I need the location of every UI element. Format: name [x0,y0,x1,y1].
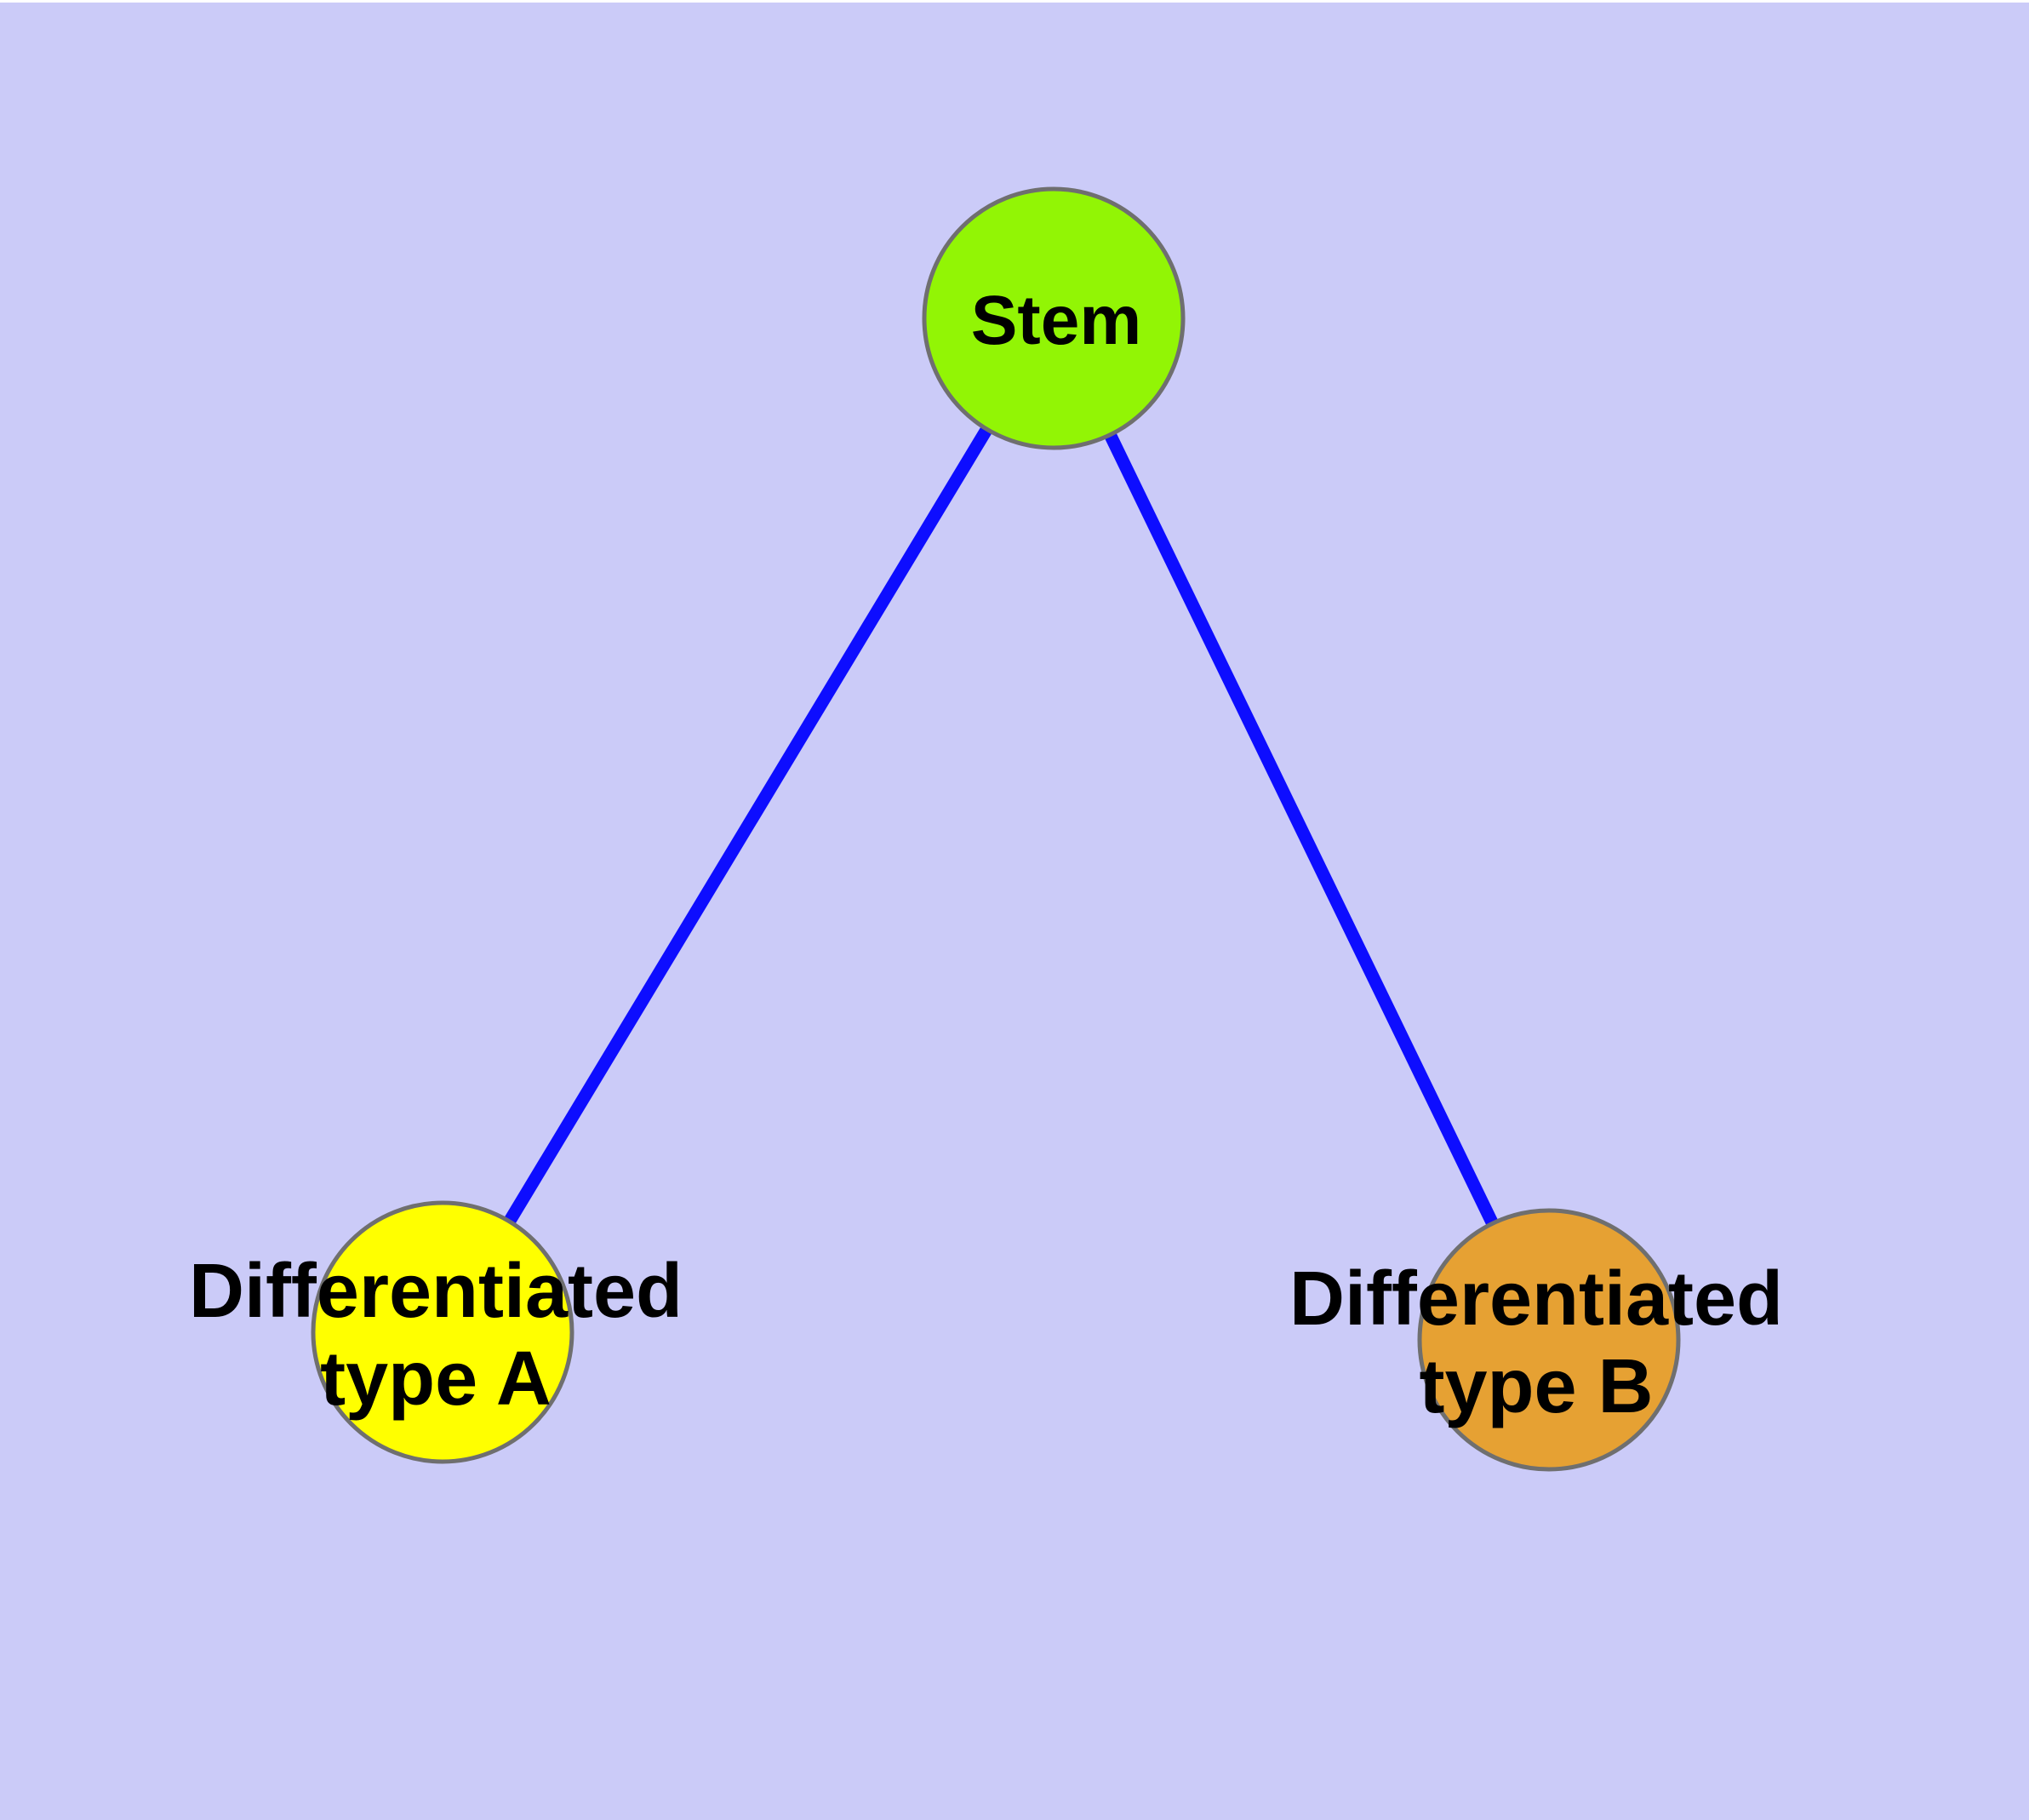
node-differentiated-type-b [1417,1208,1681,1472]
edge-stem-to-type-b [1048,315,1555,1343]
node-stem [922,186,1186,450]
node-differentiated-type-a [311,1200,574,1464]
edge-stem-to-type-a [437,315,1060,1336]
node-type-b-label-line1: Differentiated [1289,1256,1783,1342]
node-type-a-label-line1: Differentiated [189,1249,683,1334]
node-stem-label: Stem [971,282,1142,359]
node-type-b-label-line2: type B [1419,1344,1653,1429]
node-type-a-label-line2: type A [320,1336,552,1422]
